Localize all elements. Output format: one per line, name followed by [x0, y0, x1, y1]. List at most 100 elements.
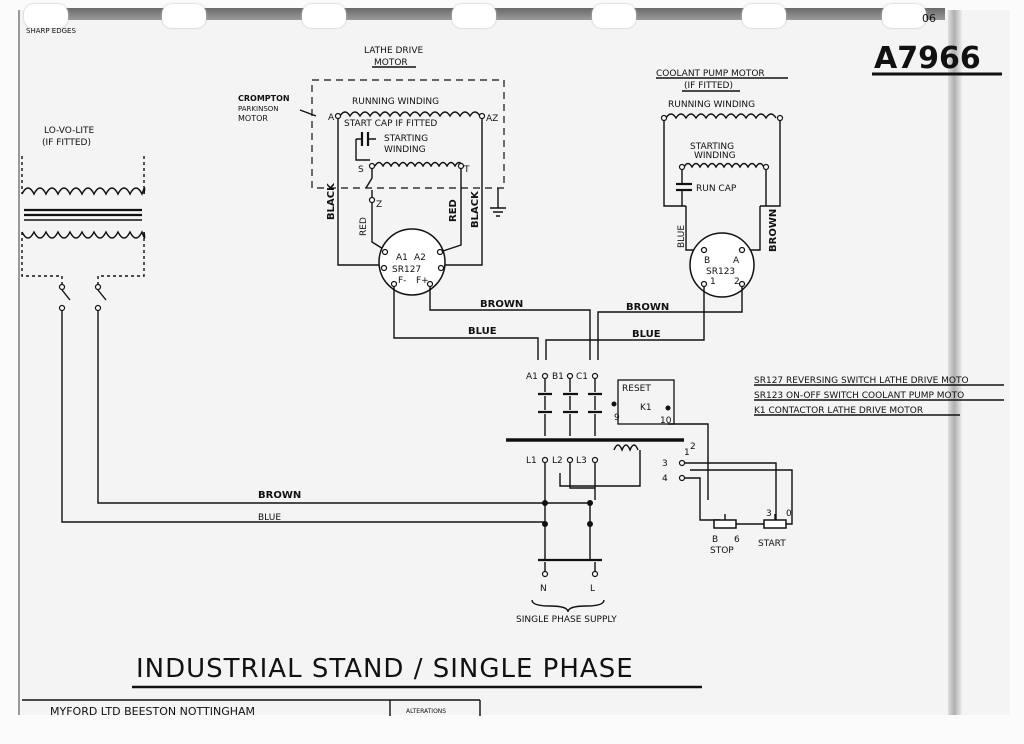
- coolant-starting-winding-label-2: WINDING: [694, 151, 736, 161]
- coolant-running-winding: [665, 113, 777, 120]
- wire-red-right: RED: [448, 199, 459, 222]
- contactor-coil: [613, 444, 639, 452]
- binder-tab: [882, 4, 926, 28]
- sr127-switch: [378, 228, 446, 296]
- reset-label: RESET: [622, 384, 651, 394]
- starting-winding-label-2: WINDING: [384, 145, 426, 155]
- lathe-motor-title: LATHE DRIVE: [364, 46, 423, 56]
- contactor-a1: A1: [526, 372, 538, 382]
- wire-red-left: RED: [359, 217, 369, 236]
- coolant-wire-brown: BROWN: [768, 209, 779, 252]
- sr127-a2: A2: [414, 253, 426, 263]
- lathe-running-winding: [339, 111, 481, 118]
- overload-reset-box: [617, 379, 675, 425]
- lovolite-label-2: (IF FITTED): [42, 138, 91, 148]
- stop-term-6: 6: [734, 535, 740, 545]
- start-button: [763, 519, 787, 529]
- start-label: START: [758, 539, 786, 549]
- wire-blue-right: BLUE: [632, 329, 661, 340]
- stop-term-b: B: [712, 535, 718, 545]
- lathe-motor-title-2: MOTOR: [374, 58, 408, 68]
- coolant-wire-blue: BLUE: [677, 225, 687, 248]
- wire-brown-top-left: BROWN: [480, 299, 523, 310]
- earth-symbol: [490, 188, 506, 217]
- coolant-starting-winding-label: STARTING: [690, 142, 734, 152]
- k1-label: K1: [640, 403, 652, 413]
- starting-winding-label: STARTING: [384, 134, 428, 144]
- lovolite-label: LO-VO-LITE: [44, 126, 94, 136]
- start-term-3: 3: [766, 509, 772, 519]
- aux-term-3: 3: [662, 459, 668, 469]
- sr123-label: SR123: [706, 267, 735, 277]
- wire-brown-lower: BROWN: [258, 490, 301, 501]
- term-t: T: [463, 165, 470, 175]
- coolant-motor-title: COOLANT PUMP MOTOR: [656, 69, 765, 79]
- lathe-starting-winding: [374, 161, 464, 168]
- sr127-fplus: F+: [416, 276, 429, 286]
- company-name: MYFORD LTD BEESTON NOTTINGHAM: [50, 705, 255, 718]
- binder-tab: [592, 4, 636, 28]
- lathe-motor-outline: [311, 79, 505, 189]
- legend-k1: K1 CONTACTOR LATHE DRIVE MOTOR: [754, 406, 923, 416]
- paper-crease: [948, 10, 962, 715]
- term-az: AZ: [486, 114, 498, 124]
- wire-brown-top-right: BROWN: [626, 302, 669, 313]
- drawing-sheet: [18, 10, 1010, 715]
- legend-sr127: SR127 REVERSING SWITCH LATHE DRIVE MOTO: [754, 376, 969, 386]
- wire-blue-lower: BLUE: [258, 513, 281, 523]
- binder-tab: [162, 4, 206, 28]
- supply-label: SINGLE PHASE SUPPLY: [516, 615, 617, 625]
- alterations-label: ALTERATIONS: [406, 708, 446, 715]
- wire-black-right: BLACK: [470, 190, 481, 228]
- lovolite-secondary: [21, 230, 146, 239]
- lovolite-supply-leads: [61, 311, 590, 523]
- sr123-a: A: [733, 256, 740, 266]
- sr127-a1: A1: [396, 253, 408, 263]
- sr123-b: B: [704, 256, 710, 266]
- start-cap-label: START CAP IF FITTED: [344, 119, 437, 129]
- aux-term-1: 1: [684, 448, 690, 458]
- motor-maker-2: PARKINSON: [238, 105, 279, 113]
- term-z: Z: [376, 200, 382, 210]
- sr127-fminus: F-: [398, 276, 406, 286]
- binder-tab: [452, 4, 496, 28]
- coolant-motor-subtitle: (IF FITTED): [684, 81, 733, 91]
- coolant-running-winding-label: RUNNING WINDING: [668, 100, 755, 110]
- sr123-t2: 2: [734, 277, 740, 287]
- lovolite-primary: [21, 187, 146, 196]
- sr123-t1: 1: [710, 277, 716, 287]
- drawing-number: A7966: [874, 41, 981, 76]
- lathe-running-winding-label: RUNNING WINDING: [352, 97, 439, 107]
- term-10: 10: [660, 416, 672, 426]
- wire-blue-left: BLUE: [468, 326, 497, 337]
- motor-maker-3: MOTOR: [238, 114, 268, 123]
- binder-tab: [302, 4, 346, 28]
- motor-maker: CROMPTON: [238, 94, 290, 103]
- contactor-l2: L2: [552, 456, 563, 466]
- run-cap-label: RUN CAP: [696, 184, 737, 194]
- sr123-switch: [689, 232, 755, 298]
- coolant-starting-winding: [683, 162, 765, 169]
- stop-label: STOP: [710, 546, 734, 556]
- supply-l: L: [590, 584, 595, 594]
- contactor-b1: B1: [552, 372, 564, 382]
- stamp-number: 06: [922, 12, 936, 25]
- wire-black-left: BLACK: [326, 182, 337, 220]
- aux-term-2: 2: [690, 442, 696, 452]
- legend-sr123: SR123 ON-OFF SWITCH COOLANT PUMP MOTO: [754, 391, 964, 401]
- binder-tab: [24, 4, 68, 28]
- stop-button: [713, 519, 737, 529]
- term-a: A: [328, 113, 335, 123]
- sr127-label: SR127: [392, 265, 421, 275]
- term-9: 9: [614, 413, 620, 423]
- contactor-c1: C1: [576, 372, 588, 382]
- contactor-l3: L3: [576, 456, 587, 466]
- supply-n: N: [540, 584, 547, 594]
- contactor-l1: L1: [526, 456, 537, 466]
- aux-term-4: 4: [662, 474, 668, 484]
- corner-note: SHARP EDGES: [26, 27, 76, 35]
- binder-tab: [742, 4, 786, 28]
- term-s: S: [358, 165, 364, 175]
